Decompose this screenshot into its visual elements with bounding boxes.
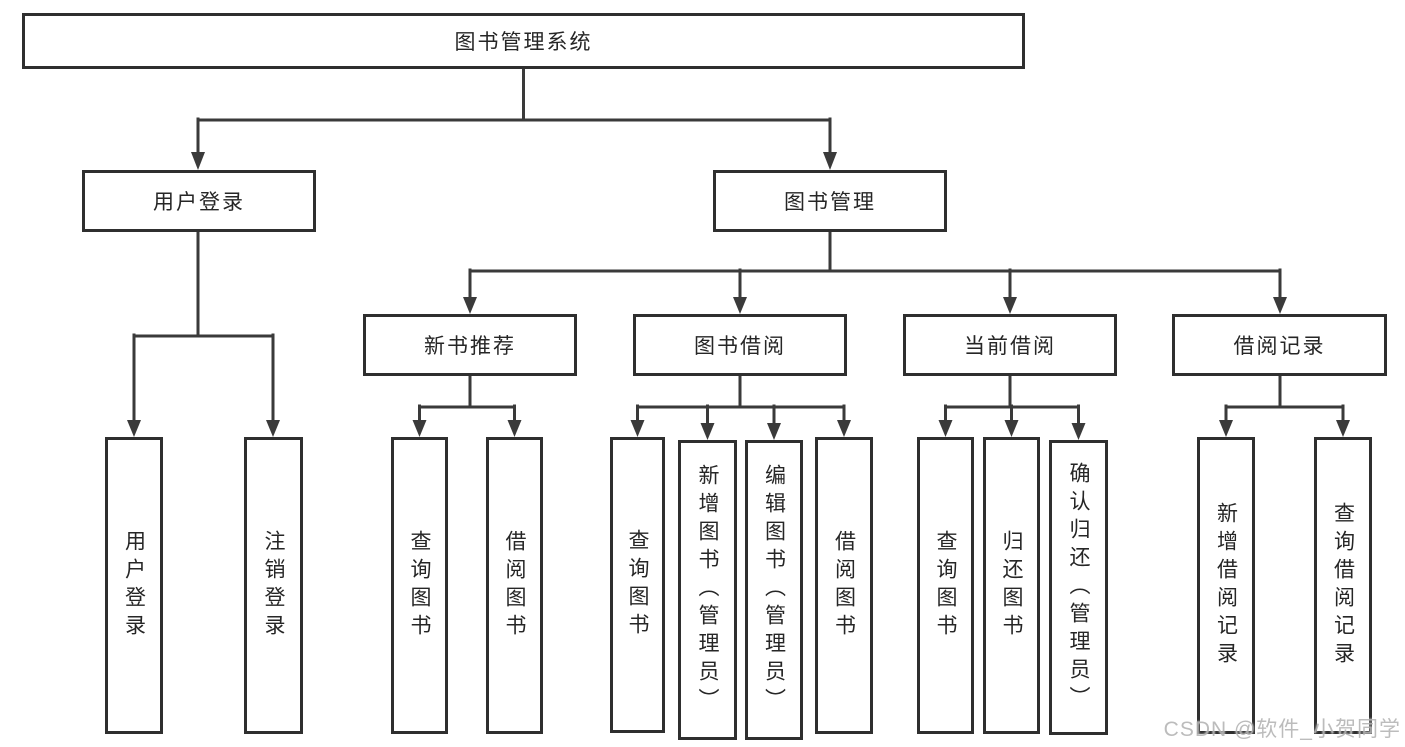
edge-current-borrowing-children [944, 372, 1080, 429]
leaf-nbr-query-books-label: 查询图书 [408, 529, 431, 642]
node-book-management-label: 图书管理 [784, 191, 876, 214]
edge-new-book-recommendation-children [418, 372, 516, 426]
edge-book-borrowing-children-arrows [630, 420, 851, 440]
leaf-nbr-query-books: 查询图书 [391, 437, 448, 734]
leaf-user-login-label: 用户登录 [122, 529, 146, 642]
leaf-logout-login: 注销登录 [244, 437, 303, 734]
edge-user-login-children [132, 229, 275, 425]
node-book-borrowing: 图书借阅 [633, 314, 847, 376]
node-user-login-label: 用户登录 [153, 191, 245, 214]
edge-root-children [196, 64, 832, 158]
leaf-cb-return-books: 归还图书 [983, 437, 1040, 734]
edge-user-login-children-arrows [127, 420, 280, 437]
leaf-nbr-borrow-books: 借阅图书 [486, 437, 543, 734]
node-new-book-recommendation-label: 新书推荐 [424, 335, 516, 358]
node-root-label: 图书管理系统 [454, 31, 593, 54]
leaf-cb-confirm-return-admin-label: 确认归还（管理员） [1067, 461, 1090, 714]
leaf-bb-borrow-books-label: 借阅图书 [832, 529, 856, 642]
node-book-management: 图书管理 [713, 170, 947, 232]
leaf-logout-login-label: 注销登录 [262, 529, 285, 642]
leaf-bb-query-books: 查询图书 [610, 437, 665, 733]
node-current-borrowing: 当前借阅 [903, 314, 1117, 376]
leaf-br-query-borrow-record: 查询借阅记录 [1314, 437, 1372, 734]
leaf-br-add-borrow-record: 新增借阅记录 [1197, 437, 1255, 734]
leaf-cb-confirm-return-admin: 确认归还（管理员） [1049, 440, 1108, 735]
node-current-borrowing-label: 当前借阅 [964, 335, 1056, 358]
edge-new-book-recommendation-children-arrows [412, 420, 522, 437]
leaf-nbr-borrow-books-label: 借阅图书 [503, 529, 526, 642]
leaf-bb-add-books-admin: 新增图书（管理员） [678, 440, 737, 740]
leaf-bb-add-books-admin-label: 新增图书（管理员） [696, 464, 719, 716]
leaf-bb-borrow-books: 借阅图书 [815, 437, 873, 734]
edge-borrowing-records-children-arrows [1219, 420, 1350, 437]
edge-current-borrowing-children-arrows [938, 420, 1086, 440]
node-new-book-recommendation: 新书推荐 [363, 314, 577, 376]
node-book-borrowing-label: 图书借阅 [694, 335, 786, 358]
edge-book-management-children-arrows [463, 297, 1287, 314]
leaf-cb-query-books-label: 查询图书 [934, 529, 957, 642]
watermark: CSDN @软件_小贺同学 [1163, 718, 1401, 741]
node-borrowing-records: 借阅记录 [1172, 314, 1387, 376]
node-root: 图书管理系统 [22, 13, 1025, 69]
leaf-br-add-borrow-record-label: 新增借阅记录 [1214, 501, 1238, 670]
edge-book-borrowing-children [636, 372, 846, 429]
leaf-bb-query-books-label: 查询图书 [626, 529, 649, 641]
leaf-user-login: 用户登录 [105, 437, 163, 734]
leaf-bb-edit-books-admin-label: 编辑图书（管理员） [762, 464, 786, 716]
leaf-bb-edit-books-admin: 编辑图书（管理员） [745, 440, 803, 740]
leaf-cb-query-books: 查询图书 [917, 437, 974, 734]
node-user-login: 用户登录 [82, 170, 316, 232]
leaf-br-query-borrow-record-label: 查询借阅记录 [1331, 501, 1355, 670]
edge-borrowing-records-children [1224, 372, 1345, 426]
edge-root-children-arrows [191, 152, 837, 170]
node-borrowing-records-label: 借阅记录 [1233, 335, 1326, 358]
leaf-cb-return-books-label: 归还图书 [1000, 529, 1023, 642]
edge-book-management-children [468, 229, 1282, 302]
